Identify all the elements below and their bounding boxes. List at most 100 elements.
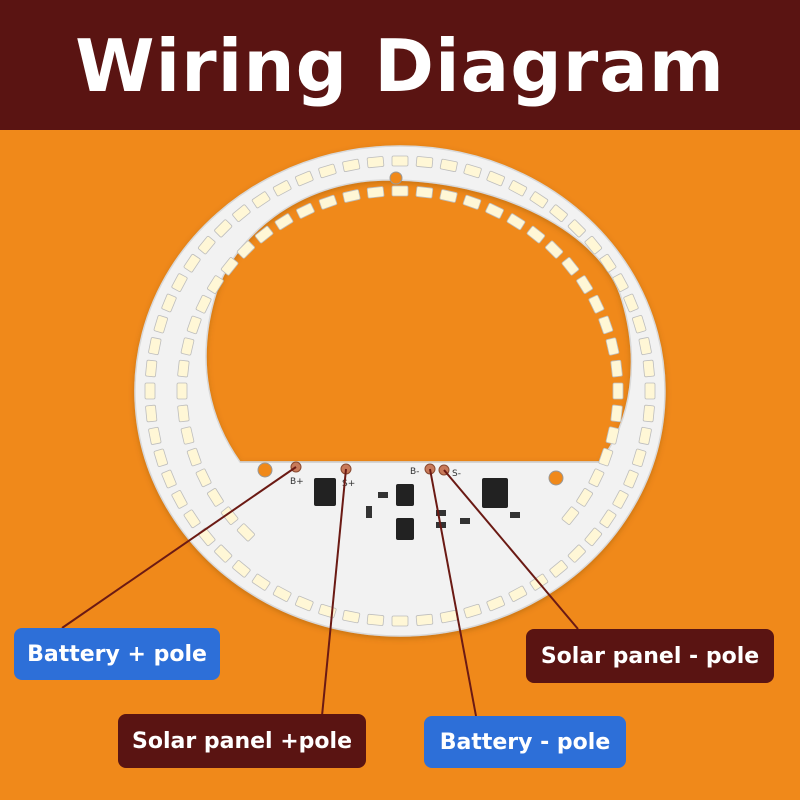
led-chip [561,506,580,525]
pad-label-b-plus: B+ [290,477,304,487]
led-chip [220,506,239,525]
led-chip [195,468,212,488]
led-chip [508,585,528,602]
led-chip [177,359,190,378]
battery-plus-label: Battery + pole [14,628,220,680]
led-chip [274,213,294,231]
led-chip [366,156,385,169]
led-chip [549,204,568,222]
led-chip [612,382,624,400]
led-chip [195,294,212,314]
led-chip [161,469,177,489]
wire-battery-minus [429,468,477,717]
led-chip [612,273,629,292]
led-chip [295,595,314,612]
led-chip [171,490,188,509]
mount-hole-right [548,470,564,486]
led-chip [612,490,629,509]
led-chip [588,294,605,314]
solar-plus-label: Solar panel +pole [118,714,366,768]
led-chip [391,615,409,627]
led-chip [145,359,158,378]
led-chip [588,468,605,488]
led-chip [605,426,620,445]
led-chip [342,158,361,172]
led-chip [642,359,655,378]
led-chip [638,426,652,445]
led-chip [605,337,620,356]
led-chip [642,404,655,423]
led-chip [220,257,239,276]
led-chip [251,191,271,209]
led-chip [318,194,338,210]
led-chip [463,603,482,619]
led-chip [415,156,434,169]
led-chip [529,191,549,209]
led-chip [545,240,564,259]
ic-chip-2 [396,518,414,540]
header-bar: Wiring Diagram [0,0,800,130]
led-chip [180,337,195,356]
led-chip [177,404,190,423]
led-chip [584,527,603,547]
smd-resistor [436,510,446,516]
led-chip [296,202,315,219]
led-chip [576,488,593,507]
led-chip [176,382,188,400]
led-chip [486,595,505,612]
led-chip [161,293,177,313]
led-chip [632,315,647,334]
led-chip [153,315,168,334]
led-chip [197,527,216,547]
smd-resistor [510,512,520,518]
led-chip [236,523,255,542]
wire-battery-plus [61,466,297,629]
led-chip [526,225,546,244]
led-chip [391,155,409,167]
led-chip [171,273,188,292]
led-chip [207,275,224,294]
led-chip [623,293,639,313]
led-chip [148,337,162,356]
led-chip [214,219,233,238]
led-chip [186,315,202,335]
led-chip [342,609,361,624]
led-chip [439,158,458,173]
led-chip [144,382,156,400]
led-chip [598,315,614,335]
led-chip [232,204,251,222]
mosfet-component [482,478,508,508]
smd-resistor [366,506,372,518]
led-chip [439,189,458,203]
led-chip [251,573,271,591]
led-chip [610,359,623,378]
smd-resistor [378,492,388,498]
led-chip [415,613,434,626]
led-chip [506,213,526,231]
led-chip [599,509,617,529]
led-chip [366,186,385,199]
led-chip [148,426,162,445]
led-chip [186,447,202,467]
pad-label-s-minus: S- [452,469,461,479]
ic-chip-1 [396,484,414,506]
wires [61,466,579,717]
led-chip [391,185,409,197]
led-chip [567,544,586,563]
led-chip [508,180,528,197]
led-chips [144,155,656,627]
page-title: Wiring Diagram [75,24,725,108]
led-chip [623,469,639,489]
pad-label-b-minus: B- [410,467,419,477]
led-chip [644,382,656,400]
led-chip [153,448,168,467]
led-chip [295,170,314,187]
led-chip [632,448,647,467]
led-chip [567,219,586,238]
led-chip [272,585,292,602]
led-chip [366,613,385,626]
led-chip [214,544,233,563]
battery-minus-label: Battery - pole [424,716,626,768]
led-chip [610,404,623,423]
